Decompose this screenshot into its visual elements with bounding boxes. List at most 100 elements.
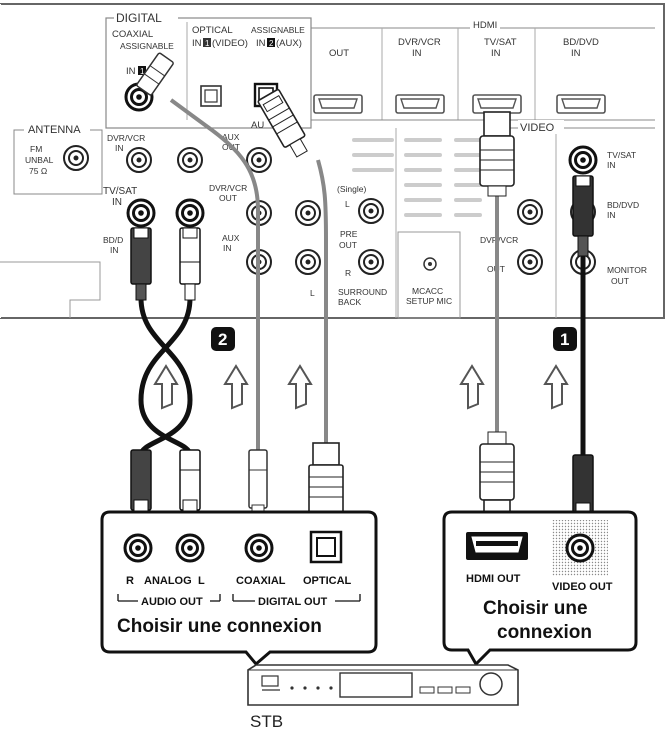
dvr-vcr-out-label-2: OUT [219, 193, 237, 203]
setup-mic-label: SETUP MIC [406, 296, 452, 306]
analog-plug-l-bottom [179, 449, 201, 513]
aux-label: AU [251, 120, 264, 131]
mcacc-label: MCACC [412, 286, 443, 296]
v-tvsat-in-label: IN [607, 160, 616, 170]
v-tvsat-label: TV/SAT [607, 150, 636, 160]
antenna-label: ANTENNA [28, 124, 81, 136]
dvr-vcr-in-jack-r [126, 147, 152, 173]
aux-in-label: AUX [222, 233, 240, 243]
l-label-bottom: L [310, 288, 315, 298]
stb-analog-label: ANALOG [144, 575, 192, 587]
pre-label: PRE [340, 229, 358, 239]
svg-text:1: 1 [560, 330, 569, 349]
hdmi-dvr-in-label: IN [412, 48, 422, 59]
fm-antenna-jack [63, 145, 89, 171]
coaxial-label: COAXIAL [112, 29, 153, 40]
antenna-section: ANTENNA FM UNBAL 75 Ω [13, 122, 103, 195]
receiver-rear-panel: DIGITAL COAXIAL ASSIGNABLE OPTICAL ASSIG… [0, 3, 665, 319]
stb-analog-l-jack [175, 533, 205, 563]
hdmi-dvr-port [395, 94, 445, 114]
unbal-label: UNBAL [25, 155, 54, 165]
option-badge-2: 2 [211, 327, 235, 351]
dvr-vcr-in-label-2: IN [115, 143, 124, 153]
monitor-out-label: OUT [611, 276, 629, 286]
aux-in-label-2: IN [223, 243, 232, 253]
stb-audio-callout: R ANALOG L AUDIO OUT COAXIAL OPTICAL DIG… [100, 510, 378, 667]
stb-video-callout: HDMI OUT VIDEO OUT Choisir une connexion [442, 510, 638, 667]
arrow-hdmi [460, 365, 484, 409]
arrow-analog [154, 365, 178, 409]
stb-device-label: STB [250, 712, 283, 731]
stb-video-out-jack [565, 533, 595, 563]
optical-in1-label: IN [192, 38, 202, 49]
in1-badge [203, 38, 211, 47]
choose-connection-right-2: connexion [497, 622, 592, 643]
aux-in-jack-r [295, 200, 321, 226]
stb-coaxial-jack [244, 533, 274, 563]
choose-connection-right-1: Choisir une [483, 598, 588, 619]
assignable-label-2: ASSIGNABLE [251, 25, 305, 35]
ohm-label: 75 Ω [29, 166, 47, 176]
svg-text:2: 2 [269, 39, 274, 48]
tvsat-in-jack-r [126, 198, 156, 228]
aux-out-label: AUX [222, 132, 240, 142]
video-tvsat-in-jack [568, 145, 598, 175]
stb-optical-jack [309, 530, 343, 564]
stb-coaxial-label: COAXIAL [236, 575, 286, 587]
hdmi-dvr-label: DVR/VCR [398, 37, 441, 48]
pre-vents [352, 138, 482, 217]
monitor-label: MONITOR [607, 265, 647, 275]
svg-text:1: 1 [140, 67, 145, 76]
optical-in1-jack [200, 85, 222, 107]
digital-header: DIGITAL [116, 11, 162, 25]
stb-device: STB [247, 664, 519, 731]
hdmi-tvsat-label: TV/SAT [484, 37, 517, 48]
tvsat-in-label: TV/SAT [103, 186, 137, 197]
stb-r-label: R [126, 575, 134, 587]
back-label: BACK [338, 297, 361, 307]
v-dvr-label: DVR/VCR [480, 235, 518, 245]
pre-out-jack-1 [358, 198, 384, 224]
analog-plug-r-bottom [130, 449, 152, 513]
analog-plug-l-top [179, 227, 201, 301]
optical-in2-label: IN [256, 38, 266, 49]
option-badge-1: 1 [553, 327, 577, 351]
hdmi-bd-in-label: IN [571, 48, 581, 59]
in2-badge [267, 38, 275, 47]
hdmi-bd-port [556, 94, 606, 114]
stb-audio-out-label: AUDIO OUT [141, 596, 203, 608]
hdmi-tvsat-port [472, 94, 522, 114]
coaxial-in1-label: IN [126, 66, 136, 77]
hdmi-header: HDMI [473, 20, 497, 31]
analog-plug-r-top [130, 227, 152, 301]
pre-l-label: L [345, 199, 350, 209]
bd-in-label-2: IN [110, 245, 119, 255]
v-bd-in-label: IN [607, 210, 616, 220]
stb-optical-label: OPTICAL [303, 575, 352, 587]
stb-hdmi-out-port [466, 532, 528, 560]
arrow-coaxial [224, 365, 248, 409]
coax-in1-badge [138, 66, 146, 75]
stb-video-out-label: VIDEO OUT [552, 581, 613, 593]
arrow-video [544, 365, 568, 409]
surround-label: SURROUND [338, 287, 387, 297]
single-label: (Single) [337, 184, 366, 194]
v-bd-label: BD/DVD [607, 200, 639, 210]
stb-hdmi-out-label: HDMI OUT [466, 573, 521, 585]
video-cable [572, 175, 594, 516]
pre-out-label: OUT [339, 240, 357, 250]
video-header: VIDEO [520, 122, 555, 134]
bd-in-label: BD/D [103, 235, 123, 245]
tvsat-in-label-2: IN [112, 197, 122, 208]
dvr-vcr-out-label: DVR/VCR [209, 183, 247, 193]
analog-audio-cable [138, 295, 193, 458]
pre-r-label: R [345, 268, 351, 278]
video-dvr-in-jack [517, 199, 543, 225]
pre-out-jack-2 [358, 249, 384, 275]
stb-digital-out-label: DIGITAL OUT [258, 596, 328, 608]
choose-connection-left: Choisir une connexion [117, 616, 322, 637]
hdmi-bd-label: BD/DVD [563, 37, 599, 48]
stb-analog-r-jack [123, 533, 153, 563]
svg-text:2: 2 [218, 330, 227, 349]
